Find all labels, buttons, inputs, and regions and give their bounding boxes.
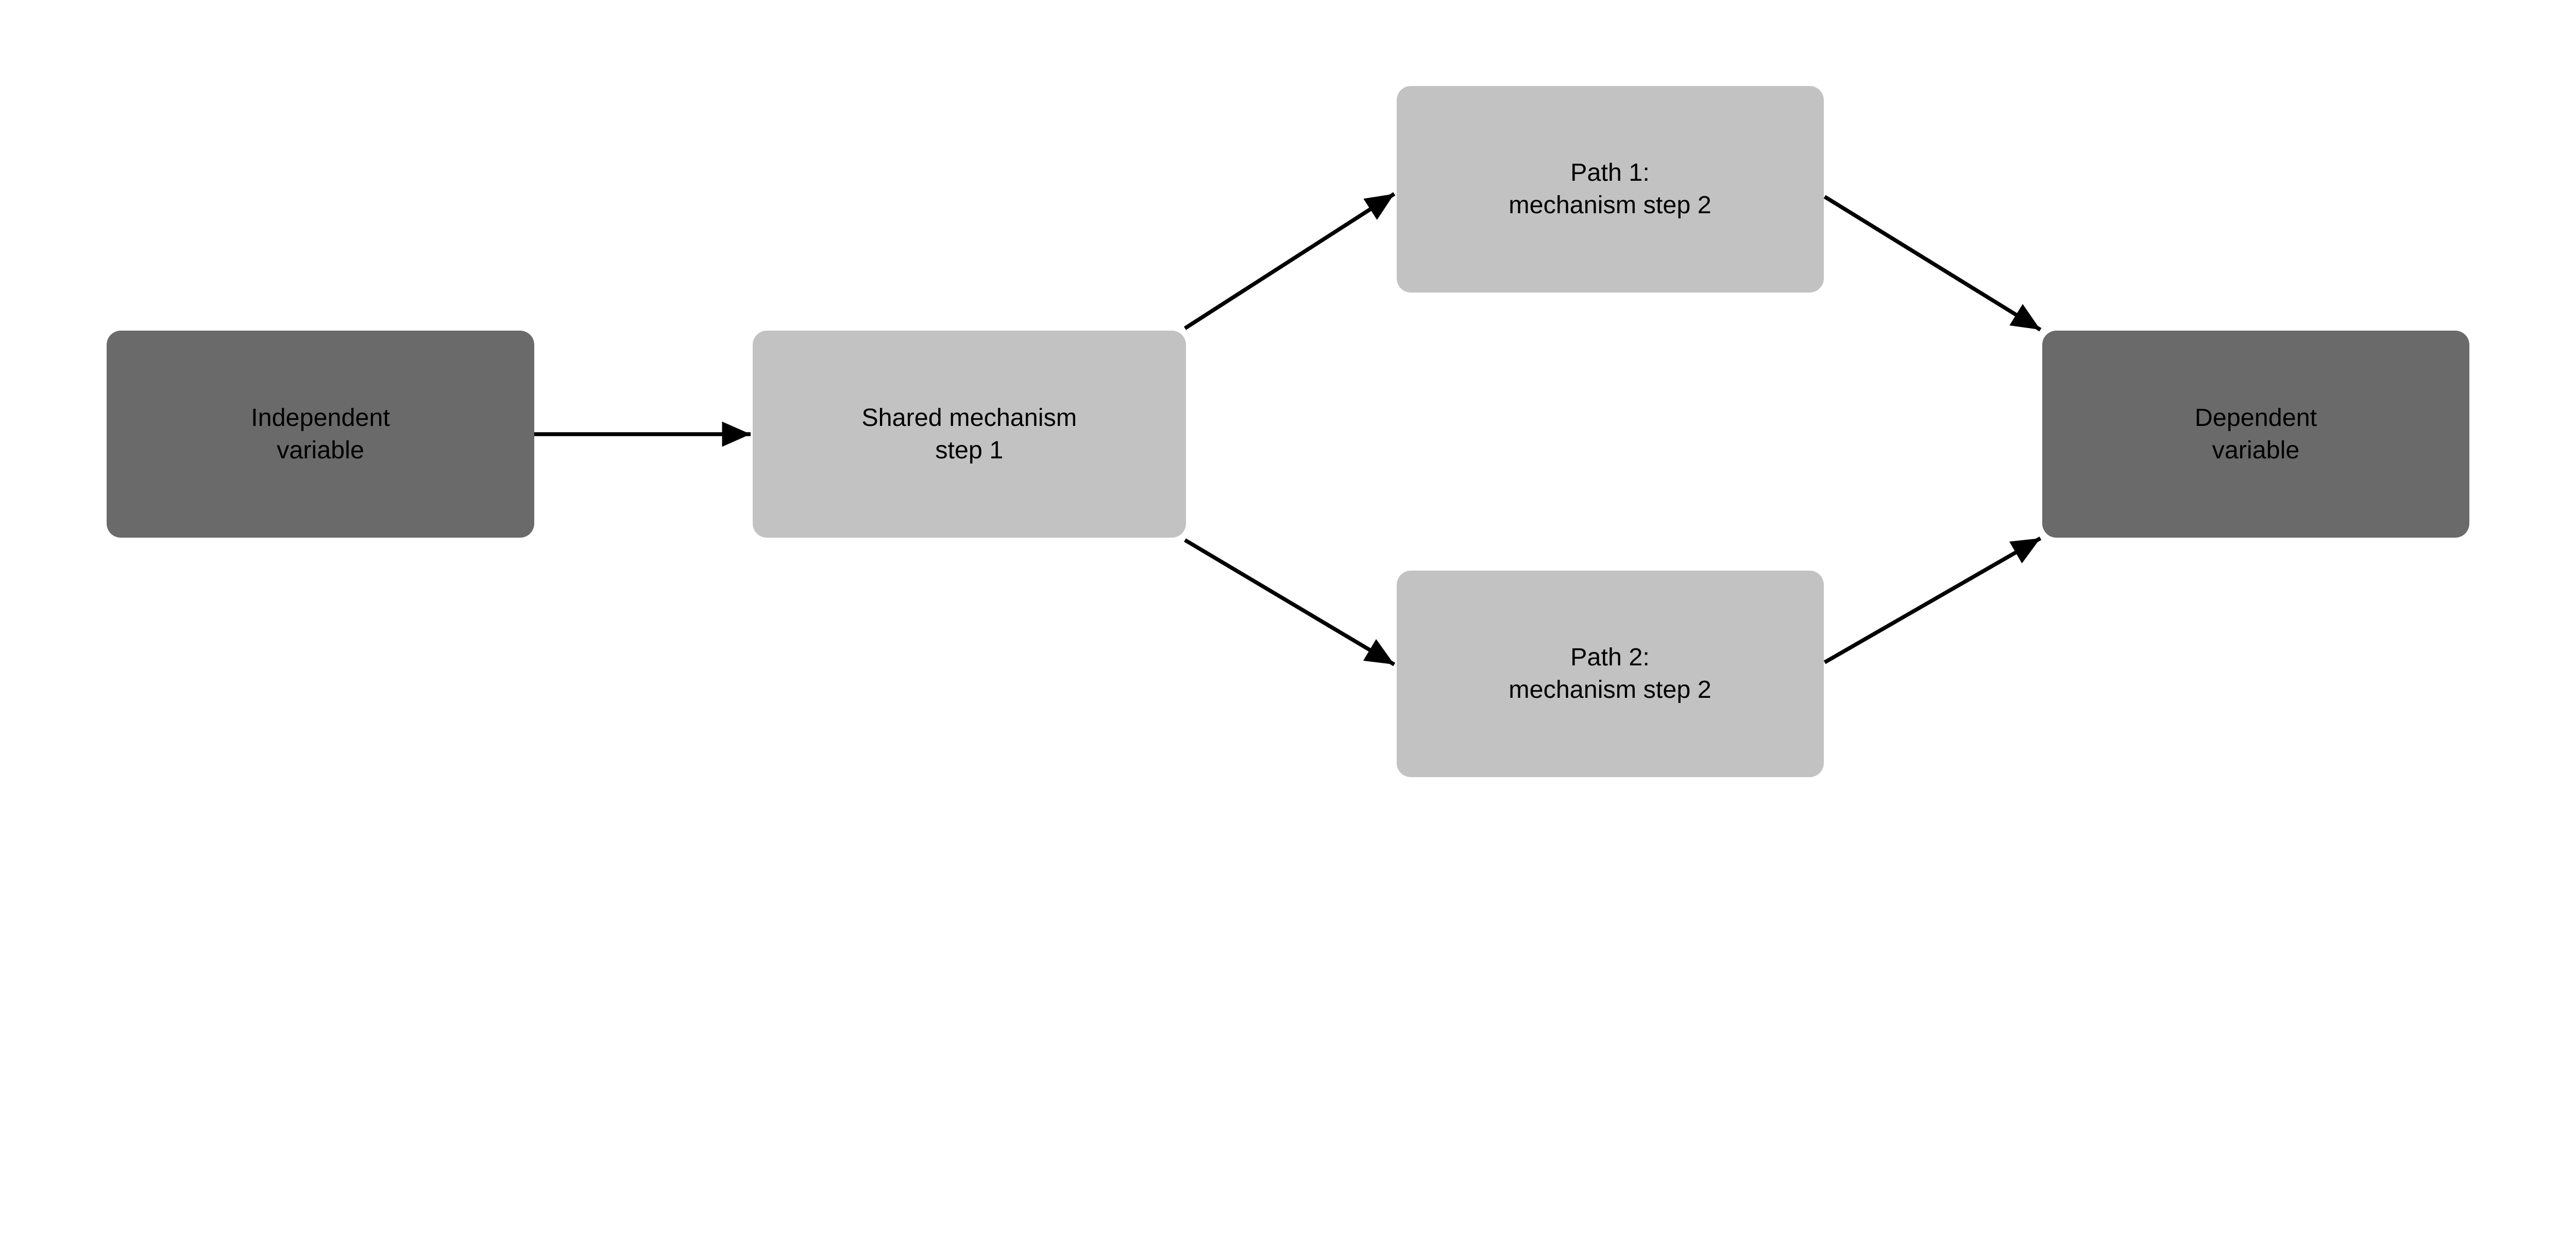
edge-path1-to-dependent (1823, 195, 2042, 332)
node-label-line: variable (2212, 436, 2300, 465)
node-path-1-mechanism-step-2: Path 1: mechanism step 2 (1396, 85, 1824, 293)
node-shared-mechanism-step-1: Shared mechanism step 1 (752, 331, 1186, 538)
node-dependent-variable: Dependent variable (2042, 331, 2469, 538)
node-label-line: Independent (251, 404, 390, 432)
node-label-line: step 1 (935, 436, 1004, 465)
diagram-edges-layer (534, 192, 2042, 666)
edge-shared-to-path2 (1184, 538, 1396, 666)
node-path-2-mechanism-step-2: Path 2: mechanism step 2 (1396, 570, 1824, 778)
node-label-line: Path 2: (1570, 643, 1650, 672)
edge-shared-to-path1 (1183, 192, 1396, 330)
edge-path2-to-dependent (1823, 536, 2042, 664)
node-label-line: mechanism step 2 (1509, 676, 1711, 704)
node-label-line: variable (277, 436, 364, 465)
node-label-line: mechanism step 2 (1509, 191, 1711, 219)
node-label-line: Shared mechanism (861, 404, 1077, 432)
diagram-canvas: Independent variable Shared mechanism st… (107, 85, 2469, 778)
node-label-line: Dependent (2194, 404, 2317, 432)
node-independent-variable: Independent variable (107, 331, 534, 538)
node-label-line: Path 1: (1570, 159, 1650, 187)
